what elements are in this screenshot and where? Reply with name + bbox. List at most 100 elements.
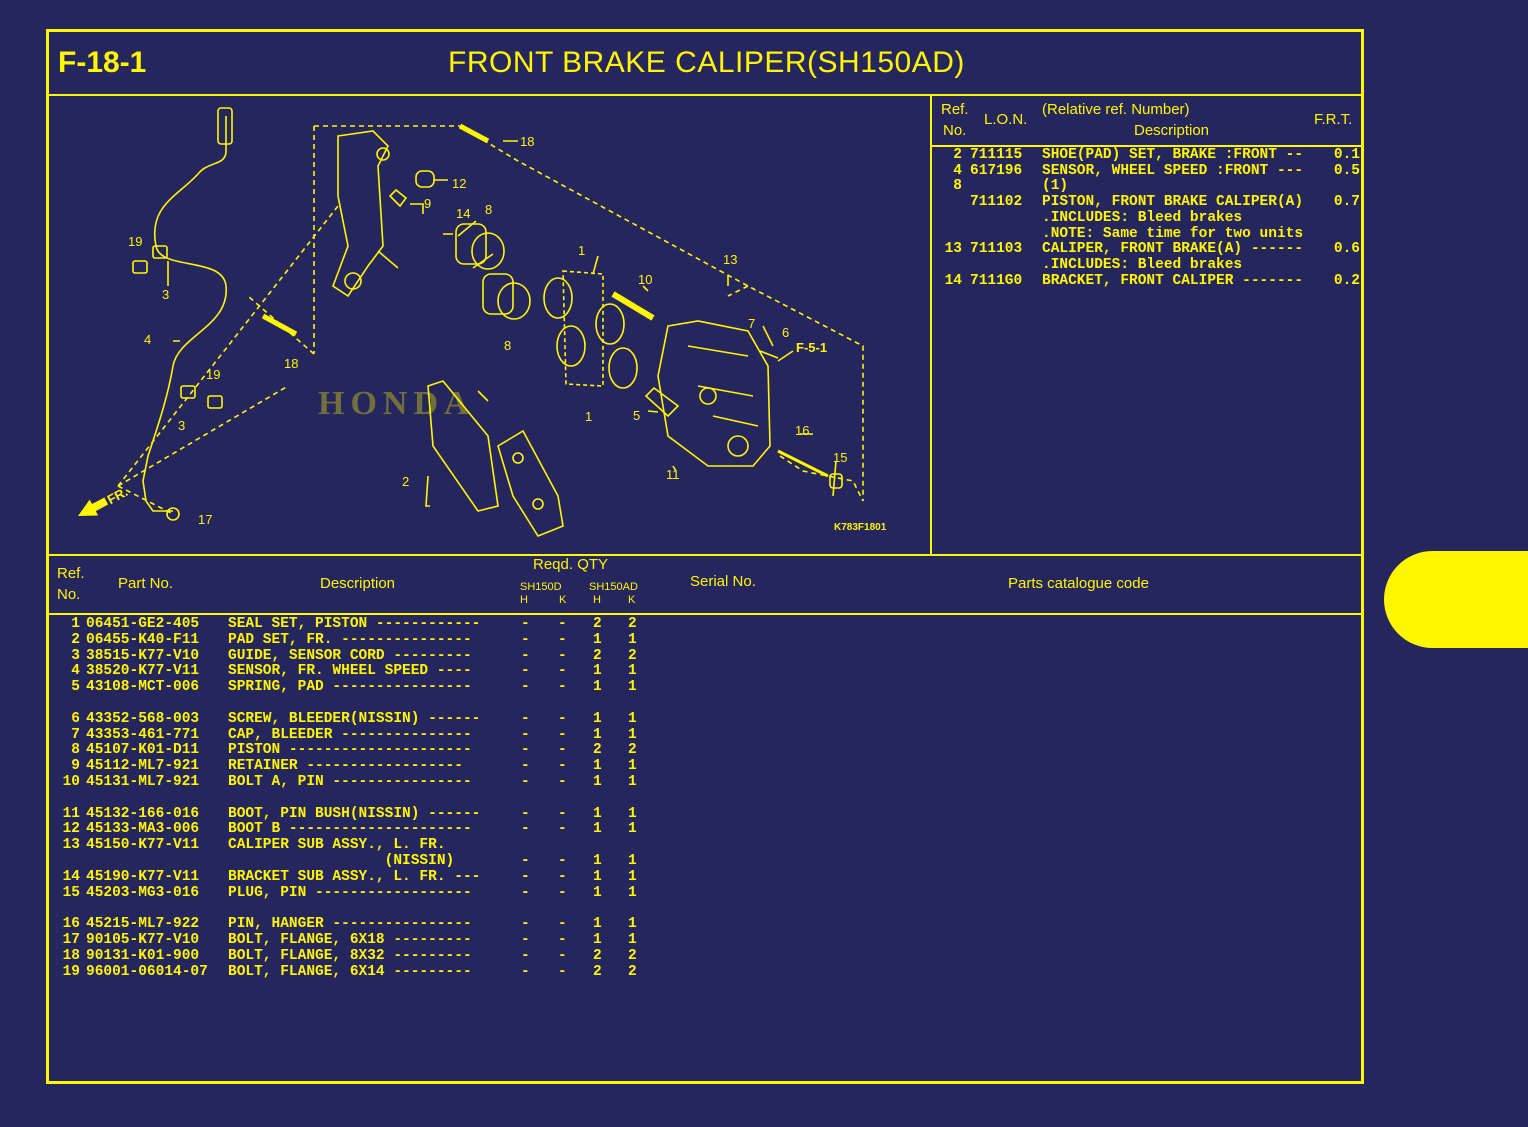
parts-row-ad-h: 1	[593, 758, 602, 775]
parts-row-ad-k: 1	[628, 884, 637, 901]
callout-11: 11	[666, 467, 680, 482]
callout-18: 18	[520, 134, 534, 149]
parts-row-d-h: -	[521, 679, 530, 696]
parts-row-ref: 6	[71, 710, 80, 727]
callout-17: 17	[198, 512, 212, 527]
page-tab[interactable]	[1384, 551, 1528, 648]
parts-row-desc: SENSOR, FR. WHEEL SPEED ----	[228, 663, 472, 680]
parts-row-d-k: -	[558, 679, 567, 696]
parts-row-d-k: -	[558, 647, 567, 664]
parts-row-d-k: -	[558, 932, 567, 948]
parts-row-part: 06455-K40-F11	[86, 631, 200, 648]
honda-watermark: HONDA	[318, 385, 475, 422]
exploded-diagram: HONDA 18 12 9 14 8 19 3 4 18 8 19 3 1 1 …	[78, 107, 887, 537]
callout-5: 5	[633, 408, 640, 423]
parts-row-desc: PAD SET, FR. ---------------	[228, 631, 472, 648]
parts-row-d-k: -	[558, 726, 567, 743]
callout-9: 9	[424, 196, 431, 211]
parts-row-ad-h: 2	[593, 647, 602, 664]
parts-row-ad-k: 1	[628, 758, 637, 775]
parts-row-part: 96001-06014-07	[86, 963, 208, 980]
frt-head-no: No.	[943, 122, 967, 139]
frt-row-frt: 0.1	[1333, 147, 1360, 163]
parts-head-h1: H	[520, 594, 528, 606]
frt-head-frt: F.R.T.	[1314, 111, 1353, 128]
parts-row-ad-k: 1	[628, 821, 637, 838]
parts-row-d-k: -	[558, 616, 567, 632]
parts-row-ad-h: 1	[593, 868, 602, 885]
parts-row-desc: (NISSIN)	[228, 853, 455, 869]
callout-18b: 18	[284, 356, 298, 371]
callout-14: 14	[456, 206, 470, 221]
parts-row-d-h: -	[521, 916, 530, 933]
callout-8b: 8	[504, 338, 511, 353]
parts-row-ad-h: 1	[593, 710, 602, 727]
callout-13: 13	[723, 252, 737, 267]
frt-row-ref: 4	[953, 162, 962, 179]
parts-row-ad-h: 1	[593, 932, 602, 948]
parts-row-ad-k: 1	[628, 805, 637, 822]
parts-row-desc: BOOT, PIN BUSH(NISSIN) ------	[228, 805, 481, 822]
parts-row-part: 43352-568-003	[86, 710, 200, 727]
parts-row-ad-h: 2	[593, 616, 602, 632]
parts-row-ad-k: 2	[628, 742, 637, 759]
parts-row-ad-k: 1	[628, 868, 637, 885]
parts-row-desc: GUIDE, SENSOR CORD ---------	[228, 647, 472, 664]
parts-row-d-k: -	[558, 663, 567, 680]
callout-1b: 1	[585, 409, 592, 424]
frt-row-frt: 0.5	[1333, 162, 1360, 179]
parts-row-d-k: -	[558, 868, 567, 885]
parts-row-ref: 1	[71, 616, 80, 632]
parts-row-d-h: -	[521, 774, 530, 790]
parts-head-ref: Ref.	[57, 565, 85, 582]
parts-row-ref: 4	[71, 663, 80, 680]
parts-row-ad-h: 1	[593, 916, 602, 933]
frt-row-desc: SHOE(PAD) SET, BRAKE :FRONT --	[1042, 147, 1304, 163]
parts-row-d-h: -	[521, 647, 530, 664]
parts-row-ad-h: 1	[593, 821, 602, 838]
parts-row-ref: 15	[62, 884, 80, 901]
parts-head-k2: K	[628, 594, 636, 606]
callout-3b: 3	[178, 418, 185, 433]
parts-head-part-no: Part No.	[118, 575, 174, 592]
parts-row-part: 45203-MG3-016	[86, 884, 200, 901]
parts-row-desc: BOLT, FLANGE, 6X14 ---------	[228, 963, 472, 980]
sheet-frame	[46, 29, 1364, 1084]
parts-row-d-h: -	[521, 853, 530, 869]
parts-row-part: 45132-166-016	[86, 805, 200, 822]
parts-row-ref: 17	[62, 932, 80, 948]
parts-row-ad-k: 1	[628, 932, 637, 948]
callout-4: 4	[144, 332, 151, 347]
parts-row-ad-h: 2	[593, 947, 602, 964]
sheet-number: F-18-1	[58, 46, 147, 79]
frt-row-desc: PISTON, FRONT BRAKE CALIPER(A)	[1042, 194, 1304, 211]
parts-row-d-k: -	[558, 742, 567, 759]
parts-row-d-k: -	[558, 884, 567, 901]
parts-head-qty: Reqd. QTY	[533, 556, 609, 573]
frt-row-ref: 8	[953, 178, 962, 195]
parts-row-d-h: -	[521, 805, 530, 822]
parts-row-ref: 16	[62, 916, 80, 933]
parts-row-ad-h: 1	[593, 805, 602, 822]
parts-row-part: 38515-K77-V10	[86, 647, 200, 664]
parts-row-part: 45190-K77-V11	[86, 868, 200, 885]
parts-row-ad-k: 1	[628, 679, 637, 696]
parts-head-model-sh150ad: SH150AD	[589, 581, 638, 593]
callout-3: 3	[162, 287, 169, 302]
reference-f51: F-5-1	[796, 340, 827, 355]
frt-row-ref: 2	[953, 147, 962, 163]
parts-row-d-k: -	[558, 631, 567, 648]
parts-row-ad-k: 1	[628, 631, 637, 648]
frt-row-lon: 7111G0	[970, 272, 1023, 289]
frt-row-desc: .INCLUDES: Bleed brakes	[1042, 256, 1243, 273]
callout-16: 16	[795, 423, 809, 438]
parts-row-ad-h: 2	[593, 963, 602, 980]
parts-row-part: 45112-ML7-921	[86, 758, 200, 775]
parts-row-ref: 5	[71, 679, 80, 696]
front-arrow-icon	[78, 497, 109, 516]
parts-row-ref: 10	[62, 774, 80, 790]
callout-1: 1	[578, 243, 585, 258]
parts-row-desc: RETAINER ------------------	[228, 758, 463, 775]
callout-7: 7	[748, 316, 755, 331]
frt-row-desc: (1)	[1042, 178, 1069, 195]
